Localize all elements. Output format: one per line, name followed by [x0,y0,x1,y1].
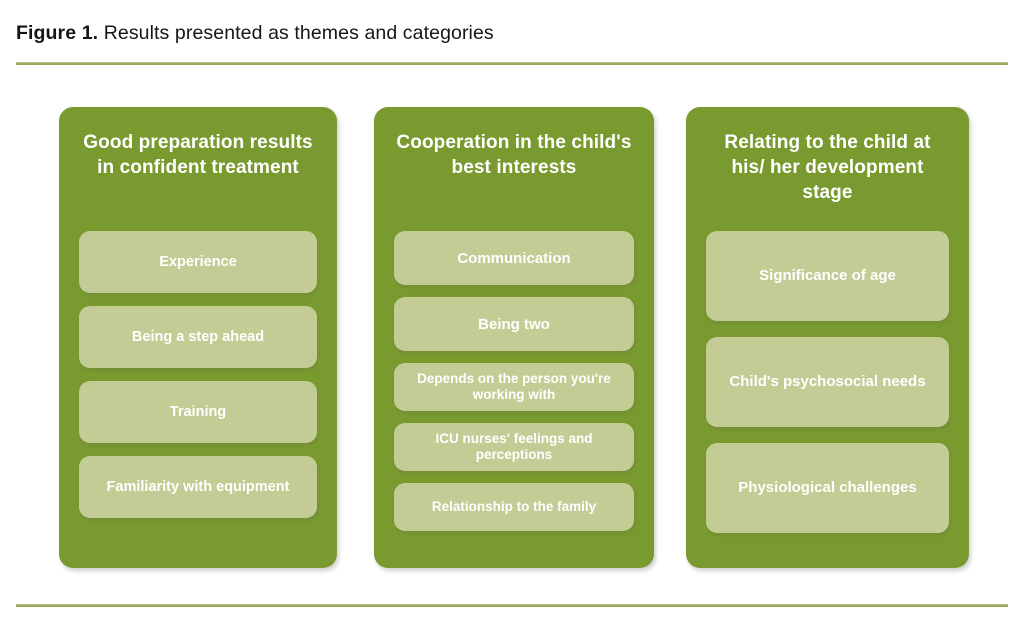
category-card: Significance of age [706,231,949,321]
theme-panel-2: Cooperation in the child's best interest… [374,107,654,568]
figure-caption: Figure 1. Results presented as themes an… [16,20,1006,46]
category-card: Familiarity with equipment [79,456,317,518]
theme-panel-3: Relating to the child at his/ her develo… [686,107,969,568]
theme-panel-1: Good preparation results in confident tr… [59,107,337,568]
category-card: Training [79,381,317,443]
category-card: Experience [79,231,317,293]
divider-top [16,62,1008,65]
figure-body: Good preparation results in confident tr… [0,70,1024,590]
category-list-3: Significance of age Child's psychosocial… [706,231,949,552]
theme-title-3: Relating to the child at his/ her develo… [724,132,931,203]
category-list-2: Communication Being two Depends on the p… [394,231,634,552]
category-card: Communication [394,231,634,285]
figure-caption-text: Results presented as themes and categori… [98,22,494,44]
category-card: Depends on the person you're working wit… [394,363,634,411]
category-card: Being a step ahead [79,306,317,368]
category-card: Being two [394,297,634,351]
category-card: Physiological challenges [706,443,949,533]
theme-title-2: Cooperation in the child's best interest… [396,132,632,178]
category-card: Relationship to the family [394,483,634,531]
figure-caption-label: Figure 1. [16,22,99,44]
divider-bottom [16,604,1008,607]
category-card: ICU nurses' feelings and perceptions [394,423,634,471]
category-list-1: Experience Being a step ahead Training F… [79,231,317,552]
category-card: Child's psychosocial needs [706,337,949,427]
theme-title-1: Good preparation results in confident tr… [83,132,313,178]
